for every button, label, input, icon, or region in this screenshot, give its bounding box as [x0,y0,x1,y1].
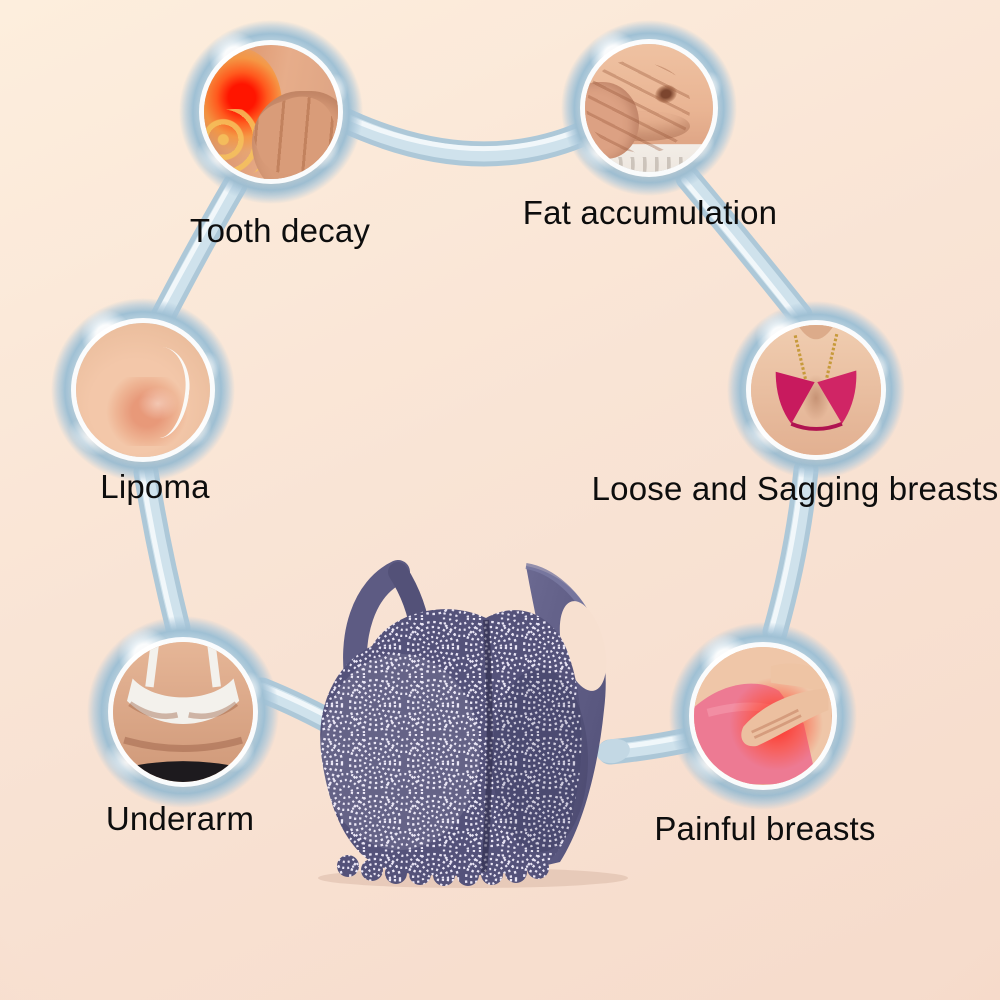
label-tooth-decay: Tooth decay [189,212,371,249]
label-underarm: Underarm [105,800,255,837]
tube-flare-right [596,738,630,764]
sagging-breasts-bikini-photo [751,325,881,455]
underarm-back-fat-photo [112,641,254,783]
bubble-loose-sagging [727,301,905,479]
bikini-illustration [751,325,881,455]
breast-inflammation-photo [203,44,339,180]
lipoma-skin-lump-photo [75,322,211,458]
back-illustration [112,641,254,783]
purple-lace-bralette-photo [318,560,628,888]
bubble-fat-accumulation [561,20,737,196]
label-fat-accumulation: Fat accumulation [522,194,778,231]
bubble-painful [669,622,857,810]
bubble-tooth-decay [179,20,363,204]
bubble-lipoma [51,298,235,482]
scallop-hem [337,855,549,886]
bubble-underarm [87,616,279,808]
label-loose-sagging: Loose and Sagging breasts [591,470,999,507]
lace-waistband [584,156,714,173]
center-seam [481,619,493,873]
painful-breast-photo [694,647,832,785]
lump-highlight [137,387,178,420]
belly-fat-pinch-photo [584,43,714,173]
label-lipoma: Lipoma [100,468,210,505]
pain-illustration [694,647,832,785]
bra-lace-body [320,609,582,876]
label-painful: Painful breasts [654,810,876,847]
hand [584,82,639,160]
